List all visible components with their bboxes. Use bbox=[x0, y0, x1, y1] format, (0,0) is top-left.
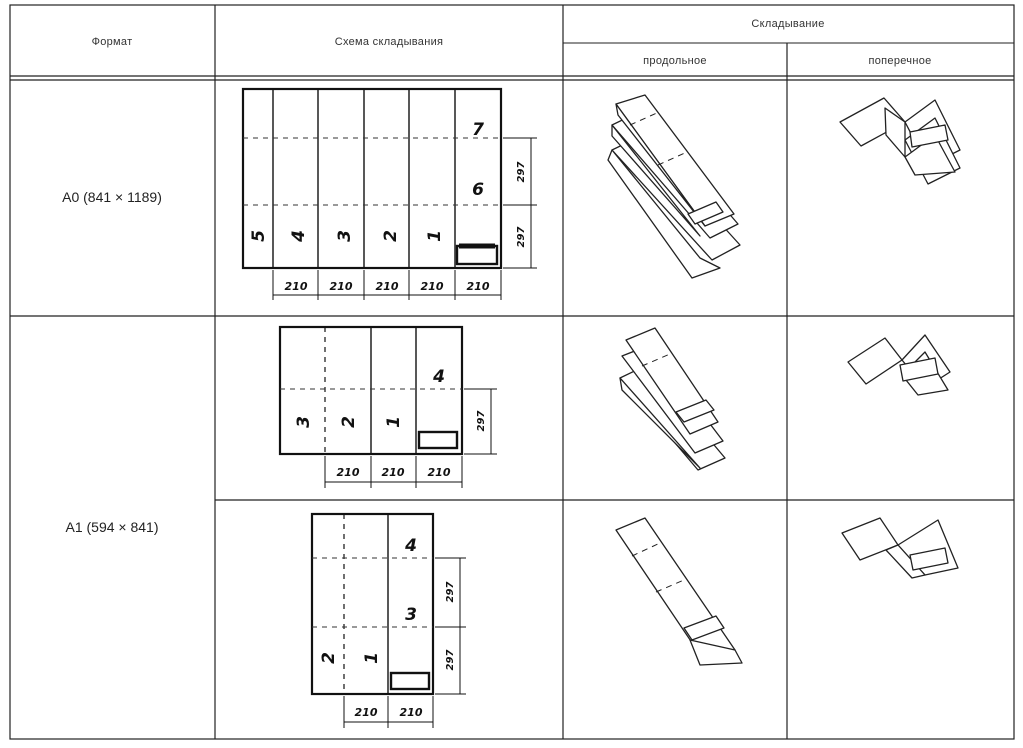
fold-number: 2 bbox=[339, 416, 359, 428]
width-dimension: 210 bbox=[382, 466, 405, 479]
fold-number: 2 bbox=[381, 230, 401, 242]
height-dimension: 297 bbox=[476, 411, 487, 432]
height-dimension: 297 bbox=[516, 227, 527, 248]
fold-number: 1 bbox=[425, 230, 445, 242]
header-transverse: поперечное bbox=[868, 55, 931, 67]
width-dimension: 210 bbox=[330, 280, 353, 293]
width-dimension: 210 bbox=[285, 280, 308, 293]
fold-number: 4 bbox=[404, 536, 417, 556]
longitudinal-fold-a1-second bbox=[615, 517, 743, 666]
fold-number: 1 bbox=[362, 652, 382, 664]
fold-number: 2 bbox=[319, 652, 339, 664]
width-dimension: 210 bbox=[337, 466, 360, 479]
height-dimension: 297 bbox=[445, 650, 456, 671]
header-scheme: Схема складывания bbox=[335, 36, 444, 48]
fold-number: 4 bbox=[289, 230, 309, 243]
format-a0-label: A0 (841 × 1189) bbox=[62, 189, 162, 205]
format-a1-label: A1 (594 × 841) bbox=[65, 519, 158, 535]
fold-number: 7 bbox=[472, 120, 484, 140]
fold-number: 6 bbox=[472, 180, 484, 200]
transverse-fold-a1-second bbox=[841, 517, 959, 579]
fold-number: 3 bbox=[405, 605, 417, 625]
scheme-a0: 7 6 5 4 3 2 1 210 210 210 210 210 297 29… bbox=[241, 87, 537, 300]
scheme-a1-first: 4 3 2 1 210 210 210 297 bbox=[278, 325, 497, 488]
longitudinal-fold-a0 bbox=[607, 94, 741, 279]
header-format: Формат bbox=[92, 36, 133, 48]
height-dimension: 297 bbox=[445, 582, 456, 603]
fold-number: 4 bbox=[432, 367, 445, 387]
width-dimension: 210 bbox=[400, 706, 423, 719]
width-dimension: 210 bbox=[428, 466, 451, 479]
width-dimension: 210 bbox=[355, 706, 378, 719]
fold-number: 3 bbox=[335, 230, 355, 242]
fold-number: 1 bbox=[384, 416, 404, 428]
header-longitudinal: продольное bbox=[643, 55, 707, 67]
fold-number: 5 bbox=[249, 230, 269, 242]
height-dimension: 297 bbox=[516, 162, 527, 183]
width-dimension: 210 bbox=[467, 280, 490, 293]
table-grid bbox=[9, 4, 1015, 740]
scheme-a1-second: 4 3 2 1 210 210 297 297 bbox=[310, 512, 466, 728]
header-folding: Складывание bbox=[751, 18, 824, 30]
transverse-fold-a0 bbox=[839, 97, 961, 185]
width-dimension: 210 bbox=[376, 280, 399, 293]
transverse-fold-a1-first bbox=[847, 334, 951, 396]
fold-number: 3 bbox=[294, 416, 314, 428]
longitudinal-fold-a1-first bbox=[619, 327, 726, 471]
width-dimension: 210 bbox=[421, 280, 444, 293]
